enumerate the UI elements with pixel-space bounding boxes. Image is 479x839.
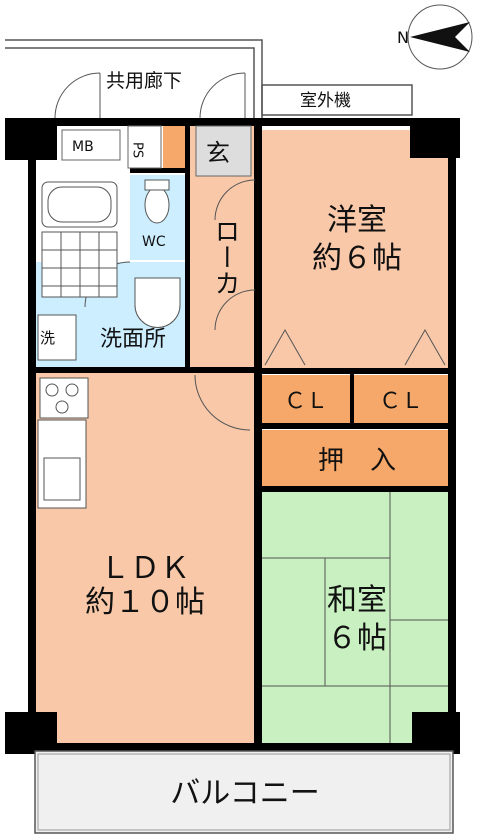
corridor-label: 共用廊下 — [106, 70, 182, 92]
balcony — [34, 750, 454, 834]
bath-fixtures — [37, 179, 181, 509]
wash-basin — [134, 277, 181, 328]
compass-arrow-icon — [410, 22, 470, 52]
western-room-floor — [262, 130, 448, 368]
closet-1-label: ＣＬ — [284, 389, 328, 414]
compass-north-label: N — [397, 28, 409, 47]
ps-cell-orange — [163, 126, 185, 168]
mb-label: MB — [72, 139, 94, 155]
walls — [5, 118, 460, 754]
kitchen-sink — [43, 457, 81, 501]
hallway-label: ローカ — [210, 218, 240, 296]
door-swings — [54, 72, 446, 431]
oshiire-label: 押 入 — [318, 446, 396, 476]
western-room-name: 洋室 — [327, 203, 387, 238]
washer-pan — [37, 314, 77, 361]
corridor-outline — [5, 39, 413, 118]
western-room-size: 約６帖 — [312, 241, 402, 276]
washer-label: 洗 — [40, 329, 55, 347]
compass: N — [397, 4, 473, 70]
ldk-name: ＬＤＫ — [100, 551, 190, 586]
closet-2-floor — [354, 375, 448, 423]
wc-label: WC — [142, 234, 166, 250]
ps-label: PS — [130, 142, 145, 158]
japanese-room-name: 和室 — [327, 583, 387, 618]
toilet — [144, 186, 170, 224]
ldk-size: 約１０帖 — [85, 585, 205, 620]
japanese-room-size: ６帖 — [327, 621, 387, 656]
oshiire-floor — [262, 430, 448, 488]
genkan-label: 玄 — [206, 139, 230, 167]
japanese-room-floor — [262, 492, 448, 744]
tatami-grid — [262, 492, 448, 744]
outdoor-unit-label: 室外機 — [300, 91, 351, 111]
top-cells — [61, 125, 252, 177]
closet-1-floor — [262, 375, 350, 423]
washroom-label: 洗面所 — [100, 327, 166, 352]
balcony-label: バルコニー — [170, 776, 319, 811]
closet-2-label: ＣＬ — [379, 389, 423, 414]
